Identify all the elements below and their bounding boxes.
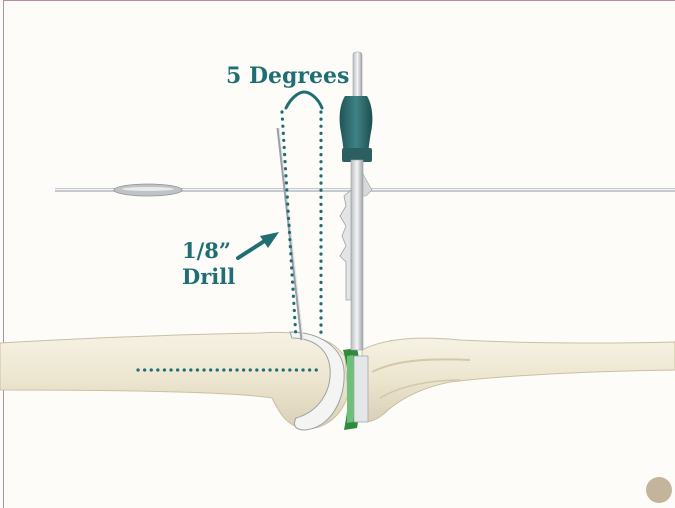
tibia-bone xyxy=(362,338,675,421)
drill-bit xyxy=(278,128,303,340)
drill-pointer-arrow xyxy=(238,232,279,258)
circle-page-marker-icon xyxy=(646,477,672,503)
femur-bone xyxy=(0,332,348,430)
drill-name-label: Drill xyxy=(182,264,235,289)
alignment-guide-instrument xyxy=(340,52,373,350)
angle-label: 5 Degrees xyxy=(226,63,349,89)
angle-bracket xyxy=(286,92,322,108)
drill-size-label: 1/8” xyxy=(182,238,231,263)
angle-dotted-lines xyxy=(282,112,321,338)
